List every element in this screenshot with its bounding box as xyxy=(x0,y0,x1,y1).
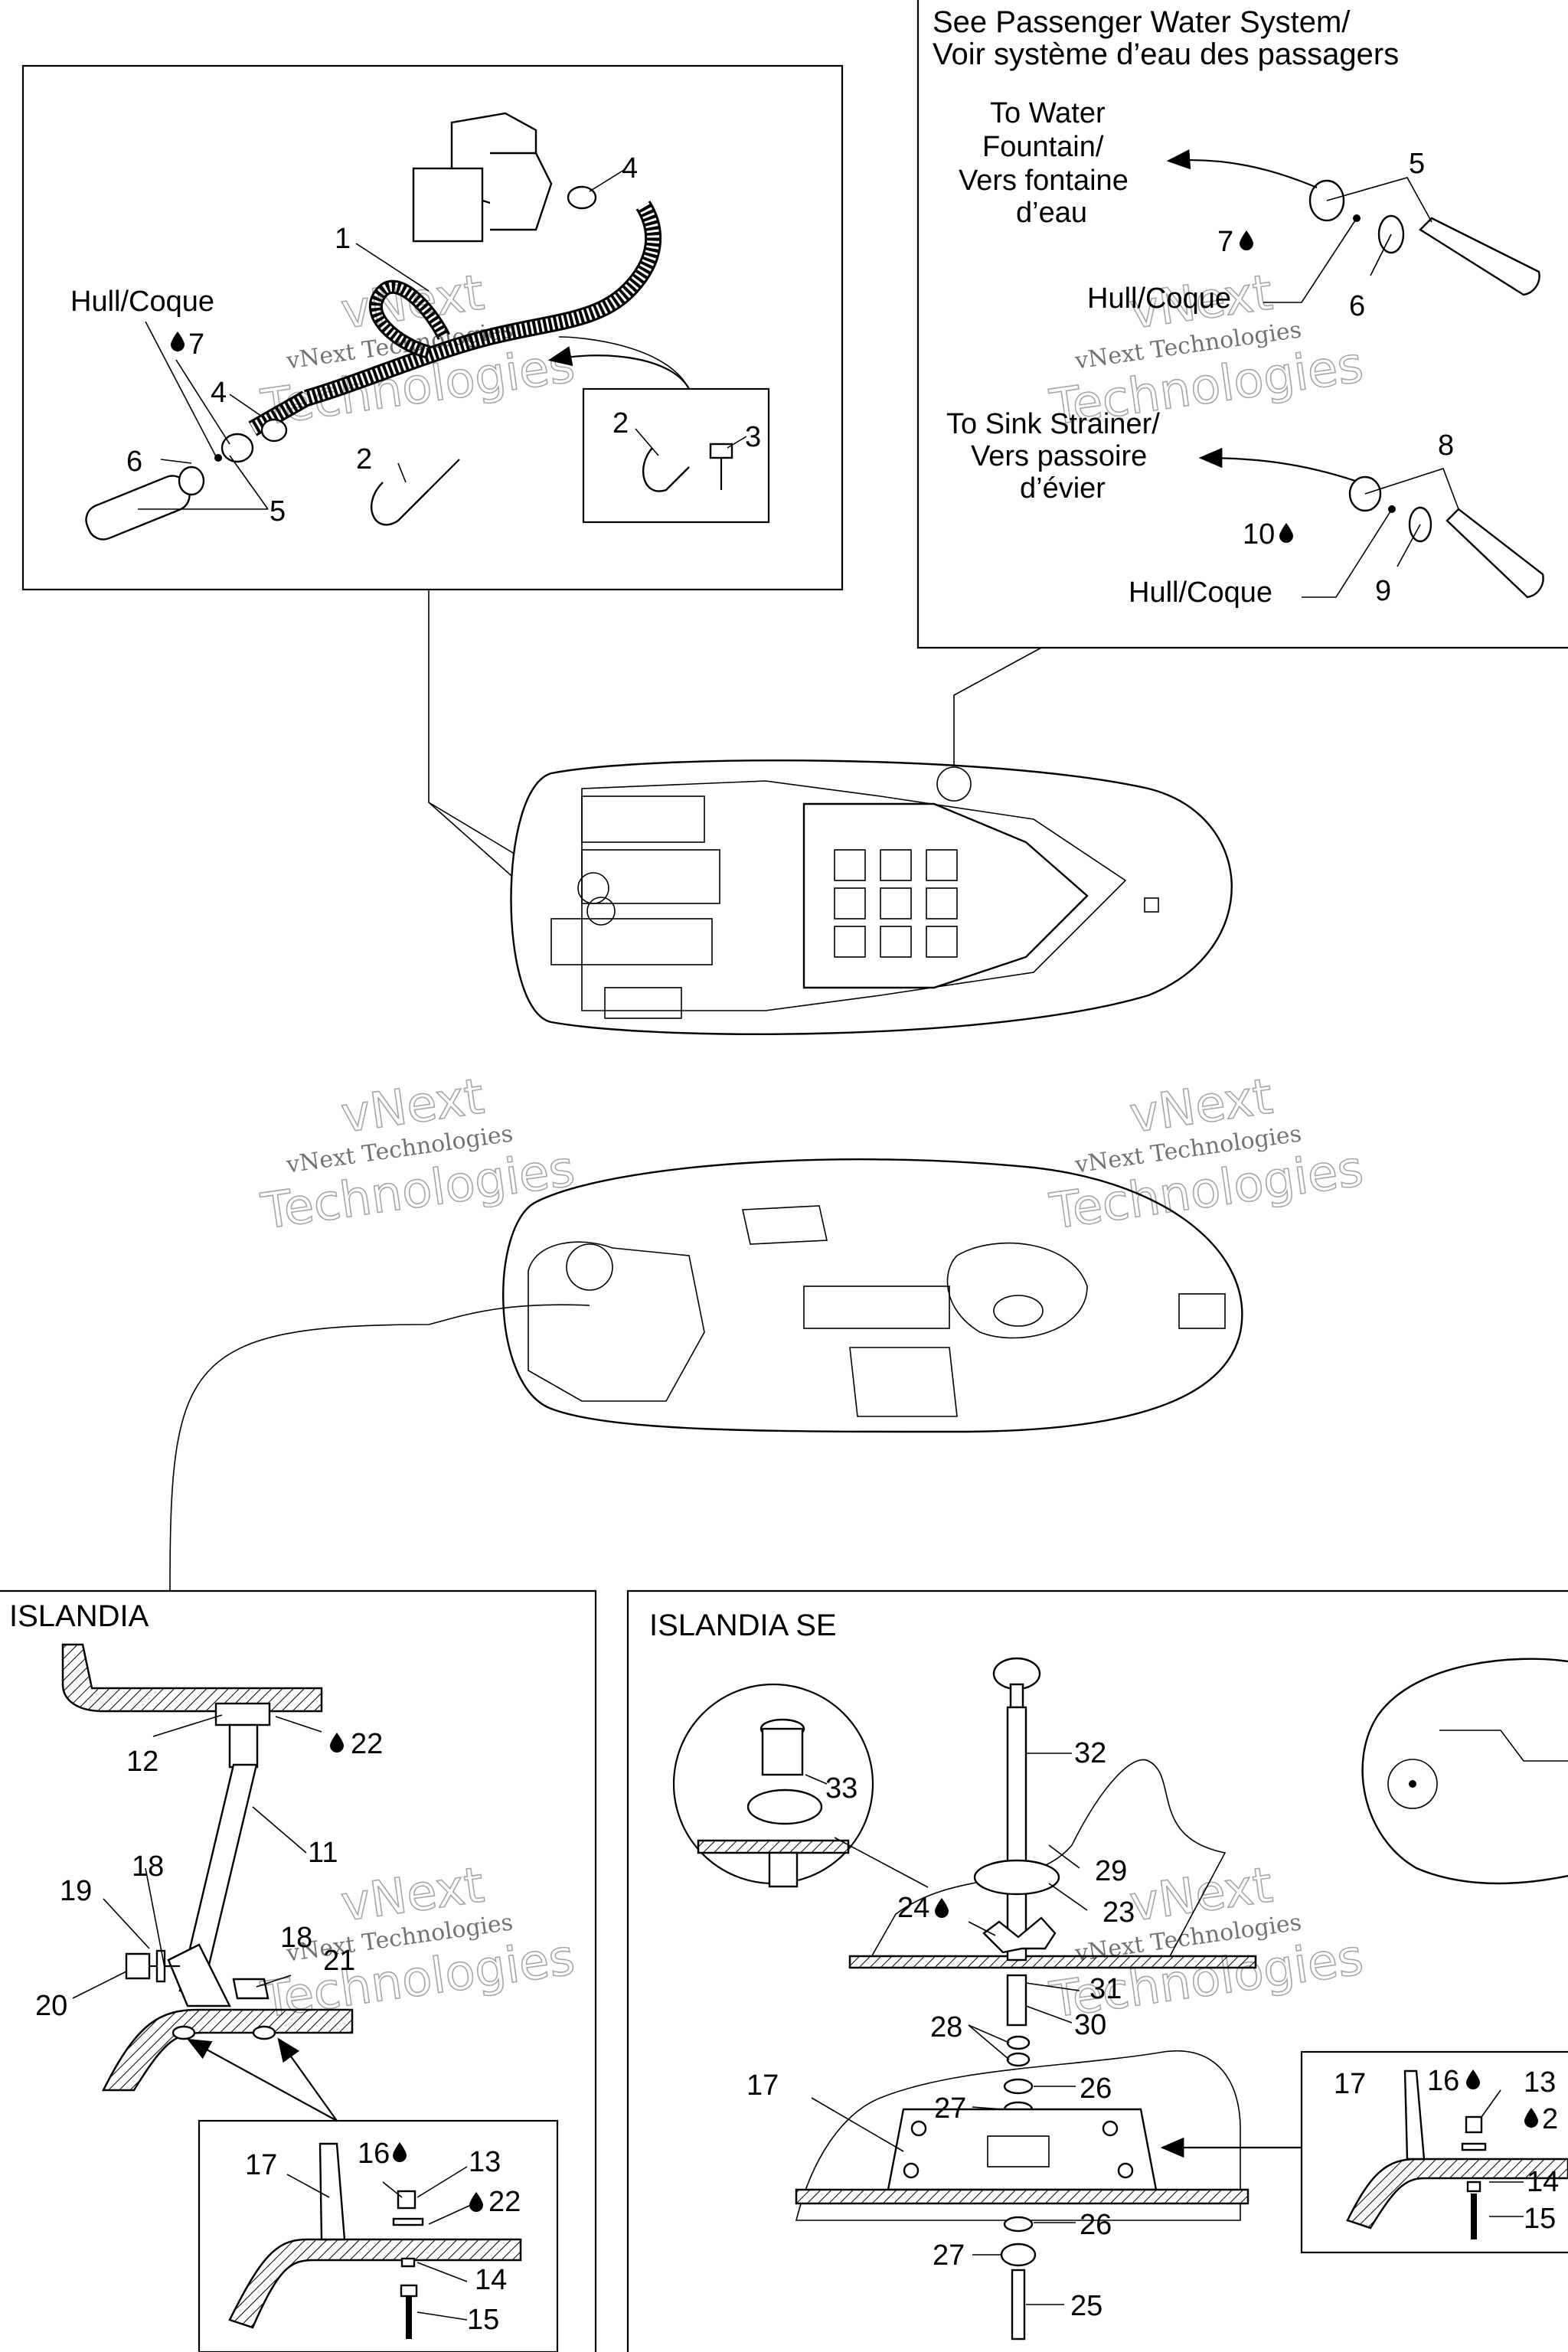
callout-15-se: 15 xyxy=(1524,2203,1556,2235)
islandia-se-inset xyxy=(1300,2050,1568,2254)
water-drop-icon xyxy=(1524,2108,1538,2128)
callout-13-se: 13 xyxy=(1524,2066,1556,2099)
tie-strap xyxy=(370,459,460,526)
hull-fitting xyxy=(85,433,254,541)
callout-1: 1 xyxy=(335,223,351,255)
callout-5-right: 5 xyxy=(1409,148,1425,180)
callout-16: 16 xyxy=(358,2138,390,2170)
pump-assembly xyxy=(412,112,553,243)
fastener-inset xyxy=(582,387,770,524)
header-line-2: Voir système d’eau des passagers xyxy=(933,38,1399,71)
hose-clamp xyxy=(260,418,288,443)
watermarks: vNext vNext Technologies Technologies vN… xyxy=(257,264,1367,2030)
hose-clamp xyxy=(567,185,597,210)
sink-line-1: To Sink Strainer/ xyxy=(946,408,1160,440)
sink-line-2: Vers passoire xyxy=(971,440,1147,472)
callout-27-upper: 27 xyxy=(934,2092,966,2125)
callout-4-upper: 4 xyxy=(622,152,638,185)
callout-11: 11 xyxy=(308,1837,338,1869)
callout-8: 8 xyxy=(1438,430,1454,462)
callout-23: 23 xyxy=(1102,1896,1135,1929)
hull-label: Hull/Coque xyxy=(70,286,214,318)
callout-6: 6 xyxy=(126,446,142,478)
callout-26-lower: 26 xyxy=(1080,2209,1112,2241)
callout-16-se: 16 xyxy=(1427,2065,1459,2097)
fountain-line-3: Vers fontaine xyxy=(959,165,1129,197)
water-drop-icon xyxy=(935,1898,949,1918)
callout-7-right: 7 xyxy=(1217,226,1233,258)
boat-deck-view xyxy=(502,1158,1243,1433)
callout-26-upper: 26 xyxy=(1080,2073,1112,2105)
callout-20: 20 xyxy=(35,1990,67,2022)
callout-27-lower: 27 xyxy=(933,2239,965,2272)
callout-22: 22 xyxy=(351,1728,383,1760)
callout-2: 2 xyxy=(356,443,372,475)
callout-32: 32 xyxy=(1074,1737,1106,1769)
islandia-se-panel: ISLANDIA SE xyxy=(626,1589,1568,2352)
callout-18-right: 18 xyxy=(280,1922,312,1954)
callout-33: 33 xyxy=(825,1772,858,1805)
callout-29: 29 xyxy=(1095,1855,1127,1887)
water-drop-icon xyxy=(1240,230,1253,250)
hose xyxy=(248,201,662,436)
callout-2-inset: 2 xyxy=(612,407,629,439)
sink-line-3: d’évier xyxy=(1020,472,1106,505)
callout-21: 21 xyxy=(323,1945,355,1977)
islandia-title: ISLANDIA xyxy=(9,1599,149,1633)
callout-24: 24 xyxy=(897,1892,929,1924)
water-drop-icon xyxy=(393,2142,407,2162)
callout-17-se: 17 xyxy=(746,2069,779,2102)
callout-10: 10 xyxy=(1243,518,1275,550)
islandia-se-title: ISLANDIA SE xyxy=(649,1609,837,1642)
callout-7: 7 xyxy=(188,328,204,361)
water-drop-icon xyxy=(1279,523,1293,543)
header-line-1: See Passenger Water System/ xyxy=(933,5,1351,39)
fountain-line-4: d’eau xyxy=(1016,197,1087,229)
hose-detail-panel: 1 2 2 3 4 4 5 6 7 Hull/Coque xyxy=(21,64,844,591)
callout-25: 25 xyxy=(1070,2290,1102,2322)
callout-4-lower: 4 xyxy=(211,377,227,409)
callout-15: 15 xyxy=(467,2304,499,2336)
callout-18-left: 18 xyxy=(132,1851,164,1883)
fountain-line-1: To Water xyxy=(990,97,1106,129)
callout-17-se-inset: 17 xyxy=(1334,2068,1366,2100)
callout-30: 30 xyxy=(1074,2009,1106,2041)
callout-6-right: 6 xyxy=(1349,290,1365,322)
callout-17-inset: 17 xyxy=(245,2149,277,2181)
callout-14-se: 14 xyxy=(1527,2166,1559,2198)
callout-9: 9 xyxy=(1375,575,1391,607)
islandia-panel: ISLANDIA 12 22 11 18 19 xyxy=(0,1589,597,2352)
callout-3: 3 xyxy=(745,421,761,453)
islandia-inset xyxy=(198,2119,559,2352)
callout-5: 5 xyxy=(270,495,286,528)
callout-19: 19 xyxy=(60,1875,92,1907)
callout-2-se: 2 xyxy=(1542,2103,1558,2135)
water-drop-icon xyxy=(1466,2069,1480,2089)
water-drop-icon xyxy=(171,332,185,351)
fountain-line-2: Fountain/ xyxy=(982,131,1104,163)
callout-28: 28 xyxy=(930,2011,962,2043)
callout-31: 31 xyxy=(1089,1973,1122,2005)
boat-top-view xyxy=(510,760,1233,1035)
hull-label-upper: Hull/Coque xyxy=(1087,283,1231,315)
water-drop-icon xyxy=(469,2192,483,2212)
callout-22-inset: 22 xyxy=(488,2186,521,2218)
screw xyxy=(709,443,733,490)
callout-13: 13 xyxy=(469,2146,501,2178)
callout-14: 14 xyxy=(475,2264,507,2296)
water-drop-icon xyxy=(330,1733,344,1753)
passenger-water-panel: See Passenger Water System/ Voir système… xyxy=(916,0,1568,649)
hull-label-lower: Hull/Coque xyxy=(1129,577,1272,609)
callout-12: 12 xyxy=(126,1746,158,1778)
